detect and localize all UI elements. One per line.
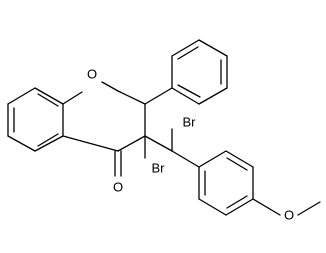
fused-benzene-ring <box>7 87 64 152</box>
pyranone-ring <box>62 81 146 152</box>
bromine-lower-label: Br <box>152 161 166 176</box>
carbonyl-oxygen-label: O <box>113 180 123 195</box>
methoxyphenyl-ring <box>198 150 254 216</box>
bromine-upper-label: Br <box>183 115 197 130</box>
phenyl-ring <box>144 39 228 105</box>
ring-oxygen-label: O <box>87 67 97 82</box>
c3-substituent-bonds <box>144 128 200 168</box>
methoxy-group <box>252 198 321 216</box>
carbonyl-bond <box>114 150 122 177</box>
methoxy-oxygen-label: O <box>284 208 294 223</box>
